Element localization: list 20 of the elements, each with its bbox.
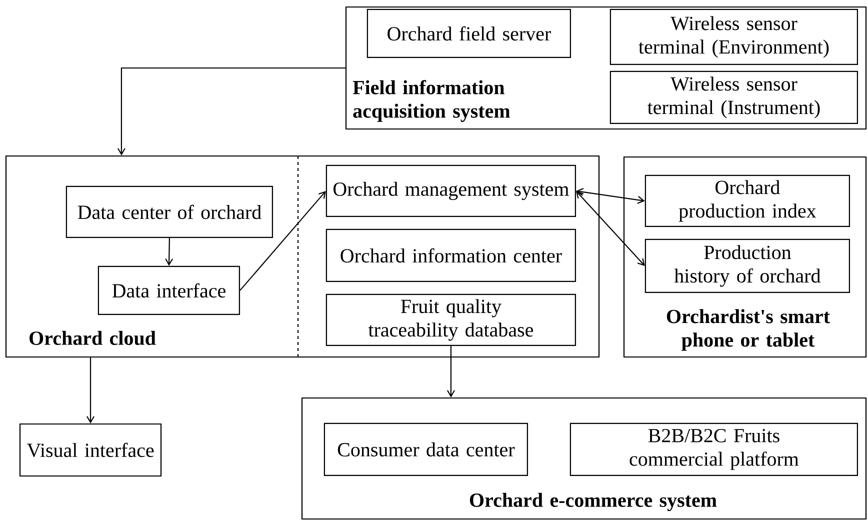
process-box: Orchard management system — [326, 164, 576, 217]
process-box: Orchard information center — [326, 228, 576, 282]
arrow — [446, 346, 455, 398]
arrow — [86, 358, 94, 424]
process-box: Visual interface — [19, 423, 162, 477]
process-box: B2B/B2C Fruits commercial platform — [570, 422, 858, 476]
process-box: Orchard production index — [644, 174, 850, 227]
arrow — [117, 67, 346, 156]
arrow — [576, 188, 645, 204]
process-box: Fruit quality traceability database — [326, 294, 576, 346]
process-box: Data interface — [98, 266, 240, 315]
process-box: Wireless sensor terminal (Instrument) — [610, 70, 858, 124]
process-box: Consumer data center — [324, 422, 528, 476]
process-box: Data center of orchard — [66, 186, 273, 238]
arrow — [576, 190, 645, 266]
process-box: Orchard field server — [366, 8, 571, 58]
process-box: Production history of orchard — [644, 238, 850, 293]
arrow — [165, 238, 174, 266]
process-box: Wireless sensor terminal (Environment) — [610, 8, 858, 65]
arrow — [240, 190, 326, 291]
